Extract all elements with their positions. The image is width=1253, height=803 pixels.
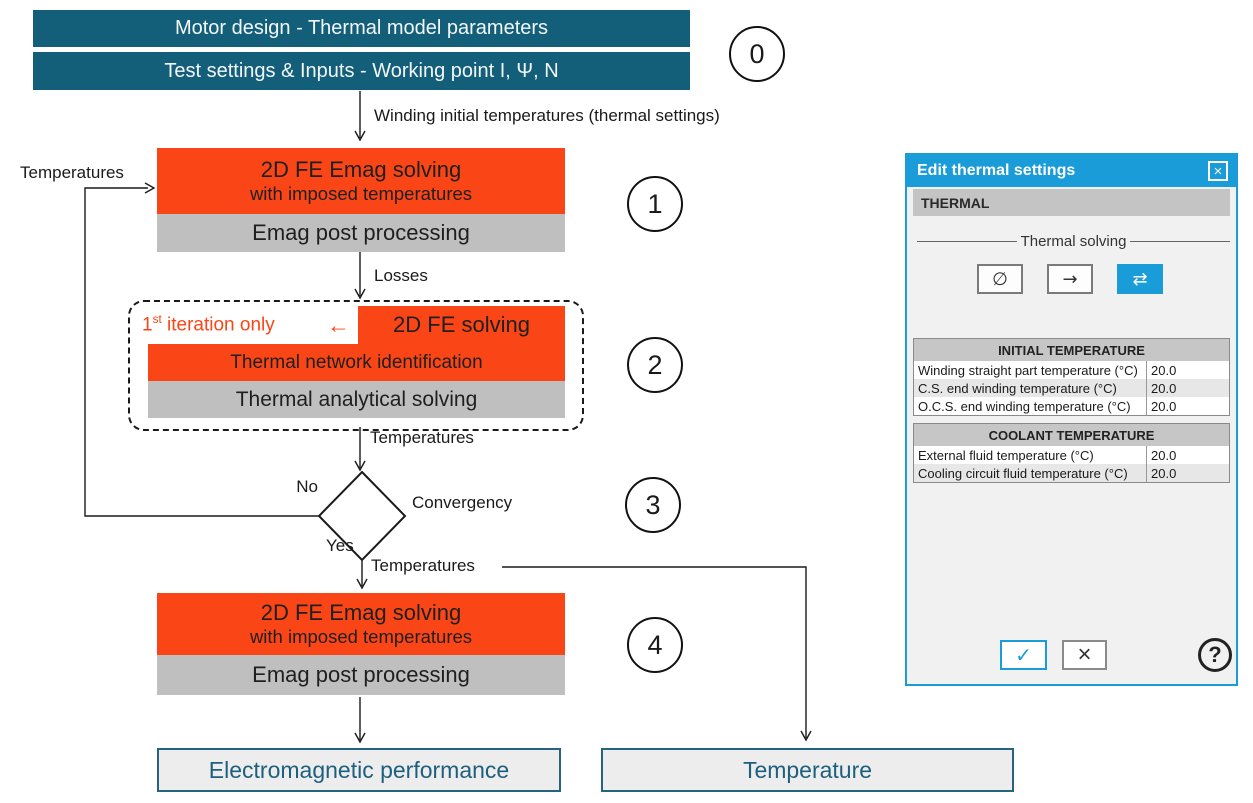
- initial-temperature-header: INITIAL TEMPERATURE: [914, 339, 1229, 361]
- step-badge-3: 3: [625, 477, 681, 533]
- coolant-temperature-table: COOLANT TEMPERATURE External fluid tempe…: [913, 423, 1230, 483]
- motor-design-bar: Motor design - Thermal model parameters: [33, 10, 690, 47]
- dialog-titlebar[interactable]: Edit thermal settings: [907, 155, 1236, 187]
- decision-convergency-label: Convergency: [412, 493, 513, 512]
- decision-yes-label: Yes: [326, 536, 354, 555]
- cooling-circuit-fluid-temp-value[interactable]: 20.0: [1146, 464, 1229, 482]
- decision-no-label: No: [296, 477, 318, 496]
- table-row: O.C.S. end winding temperature (°C) 20.0: [914, 397, 1229, 415]
- no-thermal-solving-button[interactable]: ∅: [977, 264, 1023, 294]
- step1-title: 2D FE Emag solving: [260, 157, 462, 182]
- winding-initial-label: Winding initial temperatures (thermal se…: [374, 106, 720, 125]
- temperatures-mid-label: Temperatures: [370, 428, 474, 447]
- losses-label: Losses: [374, 266, 428, 285]
- step-badge-2: 2: [627, 337, 683, 393]
- step2-analytical-box: Thermal analytical solving: [148, 381, 565, 418]
- step4-title: 2D FE Emag solving: [260, 600, 462, 625]
- result-electromagnetic-box: Electromagnetic performance: [157, 748, 561, 792]
- feedback-temperatures-label: Temperatures: [20, 163, 124, 182]
- checkmark-icon: ✓: [1015, 643, 1032, 667]
- step1-post-processing-box: Emag post processing: [157, 214, 565, 252]
- step4-post-processing-box: Emag post processing: [157, 655, 565, 695]
- motor-design-label: Motor design - Thermal model parameters: [174, 17, 549, 39]
- table-row: C.S. end winding temperature (°C) 20.0: [914, 379, 1229, 397]
- test-settings-label: Test settings & Inputs - Working point I…: [164, 59, 559, 82]
- help-button[interactable]: ?: [1198, 638, 1232, 672]
- step4-emag-solving-box: 2D FE Emag solving with imposed temperat…: [157, 593, 565, 655]
- left-arrow-icon: ←: [327, 311, 350, 338]
- cs-end-winding-temp-value[interactable]: 20.0: [1146, 379, 1229, 397]
- step2-iteration-block: [128, 300, 584, 431]
- step2-fe-solving-box: 2D FE solving: [358, 306, 565, 344]
- step4-subtitle: with imposed temperatures: [249, 626, 473, 647]
- step1-subtitle: with imposed temperatures: [249, 183, 473, 204]
- table-row: External fluid temperature (°C) 20.0: [914, 446, 1229, 464]
- step-badge-4: 4: [627, 617, 683, 673]
- right-arrow-icon: →: [1062, 268, 1078, 290]
- result-temperature-box: Temperature: [601, 748, 1014, 792]
- bidirectional-arrows-icon: ⇄: [1132, 268, 1148, 290]
- step1-emag-solving-box: 2D FE Emag solving with imposed temperat…: [157, 148, 565, 214]
- first-iteration-note: 1st iteration only ←: [142, 311, 350, 338]
- ok-button[interactable]: ✓: [1000, 640, 1047, 670]
- initial-temperature-table: INITIAL TEMPERATURE Winding straight par…: [913, 338, 1230, 416]
- step-badge-1: 1: [627, 176, 683, 232]
- thermal-solving-group: Thermal solving: [917, 233, 1230, 250]
- table-row: Winding straight part temperature (°C) 2…: [914, 361, 1229, 379]
- empty-set-icon: ∅: [992, 268, 1008, 290]
- thermal-solving-label: Thermal solving: [1020, 233, 1127, 250]
- external-fluid-temp-value[interactable]: 20.0: [1146, 446, 1229, 464]
- winding-straight-temp-value[interactable]: 20.0: [1146, 361, 1229, 379]
- ocs-end-winding-temp-value[interactable]: 20.0: [1146, 397, 1229, 415]
- table-row: Cooling circuit fluid temperature (°C) 2…: [914, 464, 1229, 482]
- coolant-temperature-header: COOLANT TEMPERATURE: [914, 424, 1229, 446]
- temperatures-out-label: Temperatures: [371, 556, 475, 575]
- question-mark-icon: ?: [1208, 642, 1222, 667]
- thermal-section-header: THERMAL: [913, 189, 1230, 216]
- test-settings-bar: Test settings & Inputs - Working point I…: [33, 52, 690, 90]
- close-icon[interactable]: ×: [1208, 161, 1228, 181]
- step-badge-0: 0: [729, 26, 785, 82]
- one-way-coupling-button[interactable]: →: [1047, 264, 1093, 294]
- edit-thermal-settings-dialog: Edit thermal settings × THERMAL Thermal …: [905, 153, 1238, 686]
- step2-network-box: Thermal network identification: [148, 344, 565, 381]
- dialog-title: Edit thermal settings: [917, 162, 1076, 179]
- cancel-x-icon: ×: [1077, 641, 1092, 668]
- two-way-coupling-button[interactable]: ⇄: [1117, 264, 1163, 294]
- cancel-button[interactable]: ×: [1062, 640, 1107, 670]
